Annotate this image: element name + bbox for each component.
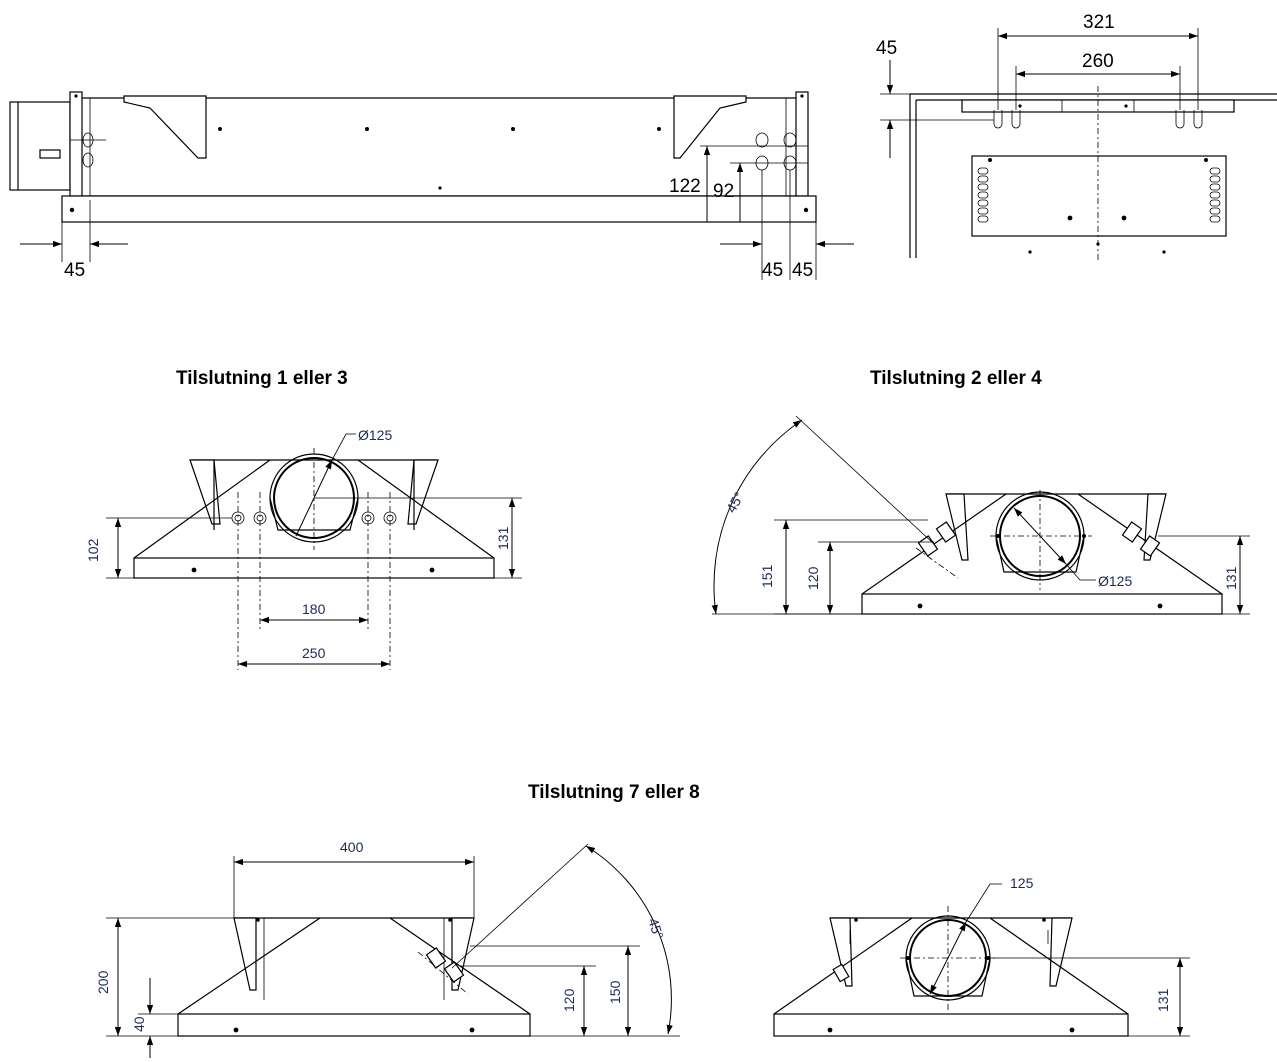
dim-120-conn78: 120 [561,988,577,1012]
dim-131-conn78: 131 [1155,988,1171,1012]
slot-row-right [1209,167,1221,223]
dim-200: 200 [95,970,111,994]
dim-right-45a: 45 [762,260,783,281]
dim-92: 92 [713,181,734,202]
dim-40: 40 [131,1016,147,1032]
connection-7-8-end-drawing [773,883,1190,1037]
dim-250: 250 [302,645,326,661]
dim-right-45b: 45 [792,260,813,281]
connection-1-3-drawing [106,433,522,670]
dim-angle-45-conn24: 45° [723,489,747,515]
dim-151: 151 [759,564,775,588]
top-view-drawing [880,28,1277,262]
dim-321: 321 [1083,12,1115,33]
title-conn-1-3: Tilslutning 1 eller 3 [176,368,348,389]
dim-131-conn24: 131 [1223,566,1239,590]
dim-dia-125-conn24: Ø125 [1098,573,1132,589]
dim-400: 400 [340,839,364,855]
dim-angle-45-conn78: 45° [645,916,667,941]
dim-131-conn13: 131 [495,526,511,550]
dim-260: 260 [1082,51,1114,72]
dim-122: 122 [669,176,701,197]
dim-dia-125-conn13: Ø125 [358,427,392,443]
dim-left-45: 45 [64,260,85,281]
connection-7-8-side-drawing [106,843,680,1058]
dim-150: 150 [607,980,623,1004]
connection-2-4-drawing [711,415,1250,615]
slot-row-left [977,167,989,223]
dim-dia-125-conn78: 125 [1010,875,1034,891]
title-conn-7-8: Tilslutning 7 eller 8 [528,782,700,803]
title-conn-2-4: Tilslutning 2 eller 4 [870,368,1042,389]
side-view-drawing [9,91,854,280]
dim-120-conn24: 120 [805,566,821,590]
dim-45-top: 45 [876,38,897,59]
dim-180: 180 [302,601,326,617]
dim-102: 102 [85,538,101,562]
